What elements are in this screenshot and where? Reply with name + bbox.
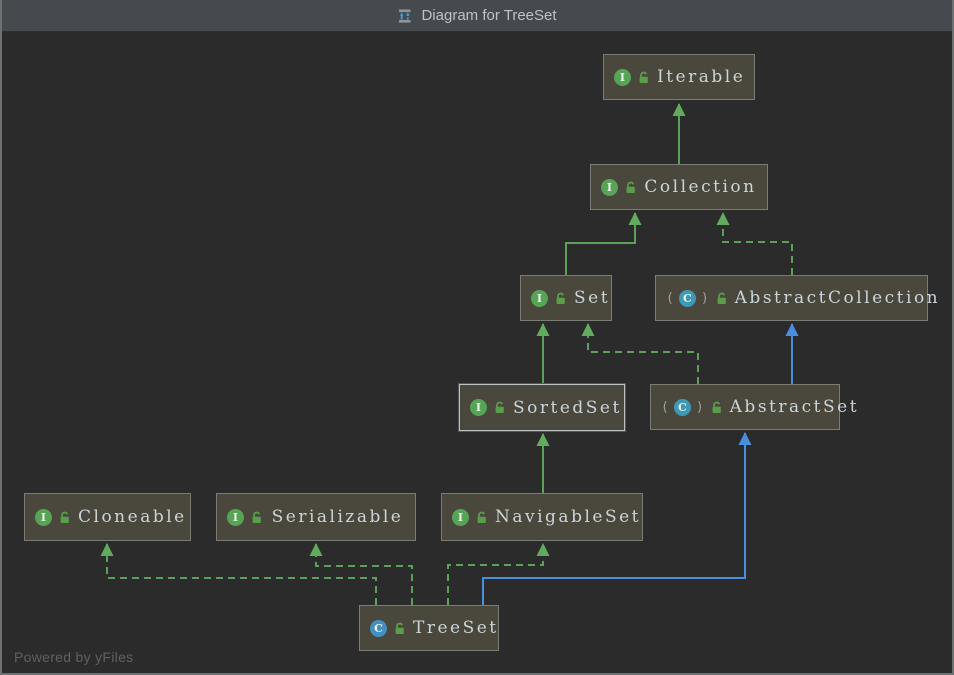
node-label-Cloneable: Cloneable bbox=[76, 507, 189, 527]
node-label-Collection: Collection bbox=[642, 177, 759, 197]
node-label-AbstractSet: AbstractSet bbox=[728, 397, 861, 417]
node-AbstractSet[interactable]: (C)AbstractSet bbox=[650, 384, 840, 430]
uml-diagram-icon bbox=[397, 8, 413, 24]
node-TreeSet[interactable]: C TreeSet bbox=[359, 605, 499, 651]
abstract-paren: ) bbox=[696, 400, 704, 415]
public-lock-icon bbox=[638, 71, 650, 84]
node-AbstractCollection[interactable]: (C)AbstractCollection bbox=[655, 275, 928, 321]
node-Set[interactable]: I Set bbox=[520, 275, 612, 321]
node-SortedSet[interactable]: I SortedSet bbox=[459, 384, 625, 431]
titlebar: Diagram for TreeSet bbox=[0, 0, 954, 32]
node-Iterable[interactable]: I Iterable bbox=[603, 54, 755, 100]
abstract-paren: ) bbox=[701, 291, 709, 306]
node-label-Set: Set bbox=[572, 288, 612, 308]
public-lock-icon bbox=[59, 511, 71, 524]
node-Cloneable[interactable]: I Cloneable bbox=[24, 493, 191, 541]
edge-AbstractSet-Set bbox=[588, 324, 698, 384]
node-Collection[interactable]: I Collection bbox=[590, 164, 768, 210]
node-label-SortedSet: SortedSet bbox=[511, 398, 624, 418]
interface-icon: I bbox=[35, 509, 52, 526]
node-label-TreeSet: TreeSet bbox=[411, 618, 501, 638]
abstract-paren: ( bbox=[661, 400, 669, 415]
yfiles-watermark: Powered by yFiles bbox=[14, 649, 133, 665]
node-label-Serializable: Serializable bbox=[268, 507, 407, 527]
edge-TreeSet-Serializable bbox=[316, 544, 412, 605]
interface-icon: I bbox=[470, 399, 487, 416]
abstract-class-icon: C bbox=[679, 290, 696, 307]
node-label-Iterable: Iterable bbox=[655, 67, 747, 87]
edge-Set-Collection bbox=[566, 213, 635, 275]
abstract-paren: ( bbox=[666, 291, 674, 306]
public-lock-icon bbox=[476, 511, 488, 524]
public-lock-icon bbox=[625, 181, 637, 194]
public-lock-icon bbox=[711, 401, 723, 414]
node-Serializable[interactable]: I Serializable bbox=[216, 493, 416, 541]
node-label-AbstractCollection: AbstractCollection bbox=[733, 288, 942, 308]
public-lock-icon bbox=[555, 292, 567, 305]
public-lock-icon bbox=[494, 401, 506, 414]
abstract-class-icon: C bbox=[674, 399, 691, 416]
public-lock-icon bbox=[394, 622, 406, 635]
edge-AbstractCollection-Collection bbox=[723, 213, 792, 275]
interface-icon: I bbox=[531, 290, 548, 307]
interface-icon: I bbox=[227, 509, 244, 526]
public-lock-icon bbox=[251, 511, 263, 524]
public-lock-icon bbox=[716, 292, 728, 305]
window-title: Diagram for TreeSet bbox=[421, 7, 556, 24]
interface-icon: I bbox=[452, 509, 469, 526]
edge-TreeSet-Cloneable bbox=[107, 544, 376, 605]
class-icon: C bbox=[370, 620, 387, 637]
edge-TreeSet-NavigableSet bbox=[448, 544, 543, 605]
node-label-NavigableSet: NavigableSet bbox=[493, 507, 643, 527]
interface-icon: I bbox=[601, 179, 618, 196]
interface-icon: I bbox=[614, 69, 631, 86]
node-NavigableSet[interactable]: I NavigableSet bbox=[441, 493, 643, 541]
